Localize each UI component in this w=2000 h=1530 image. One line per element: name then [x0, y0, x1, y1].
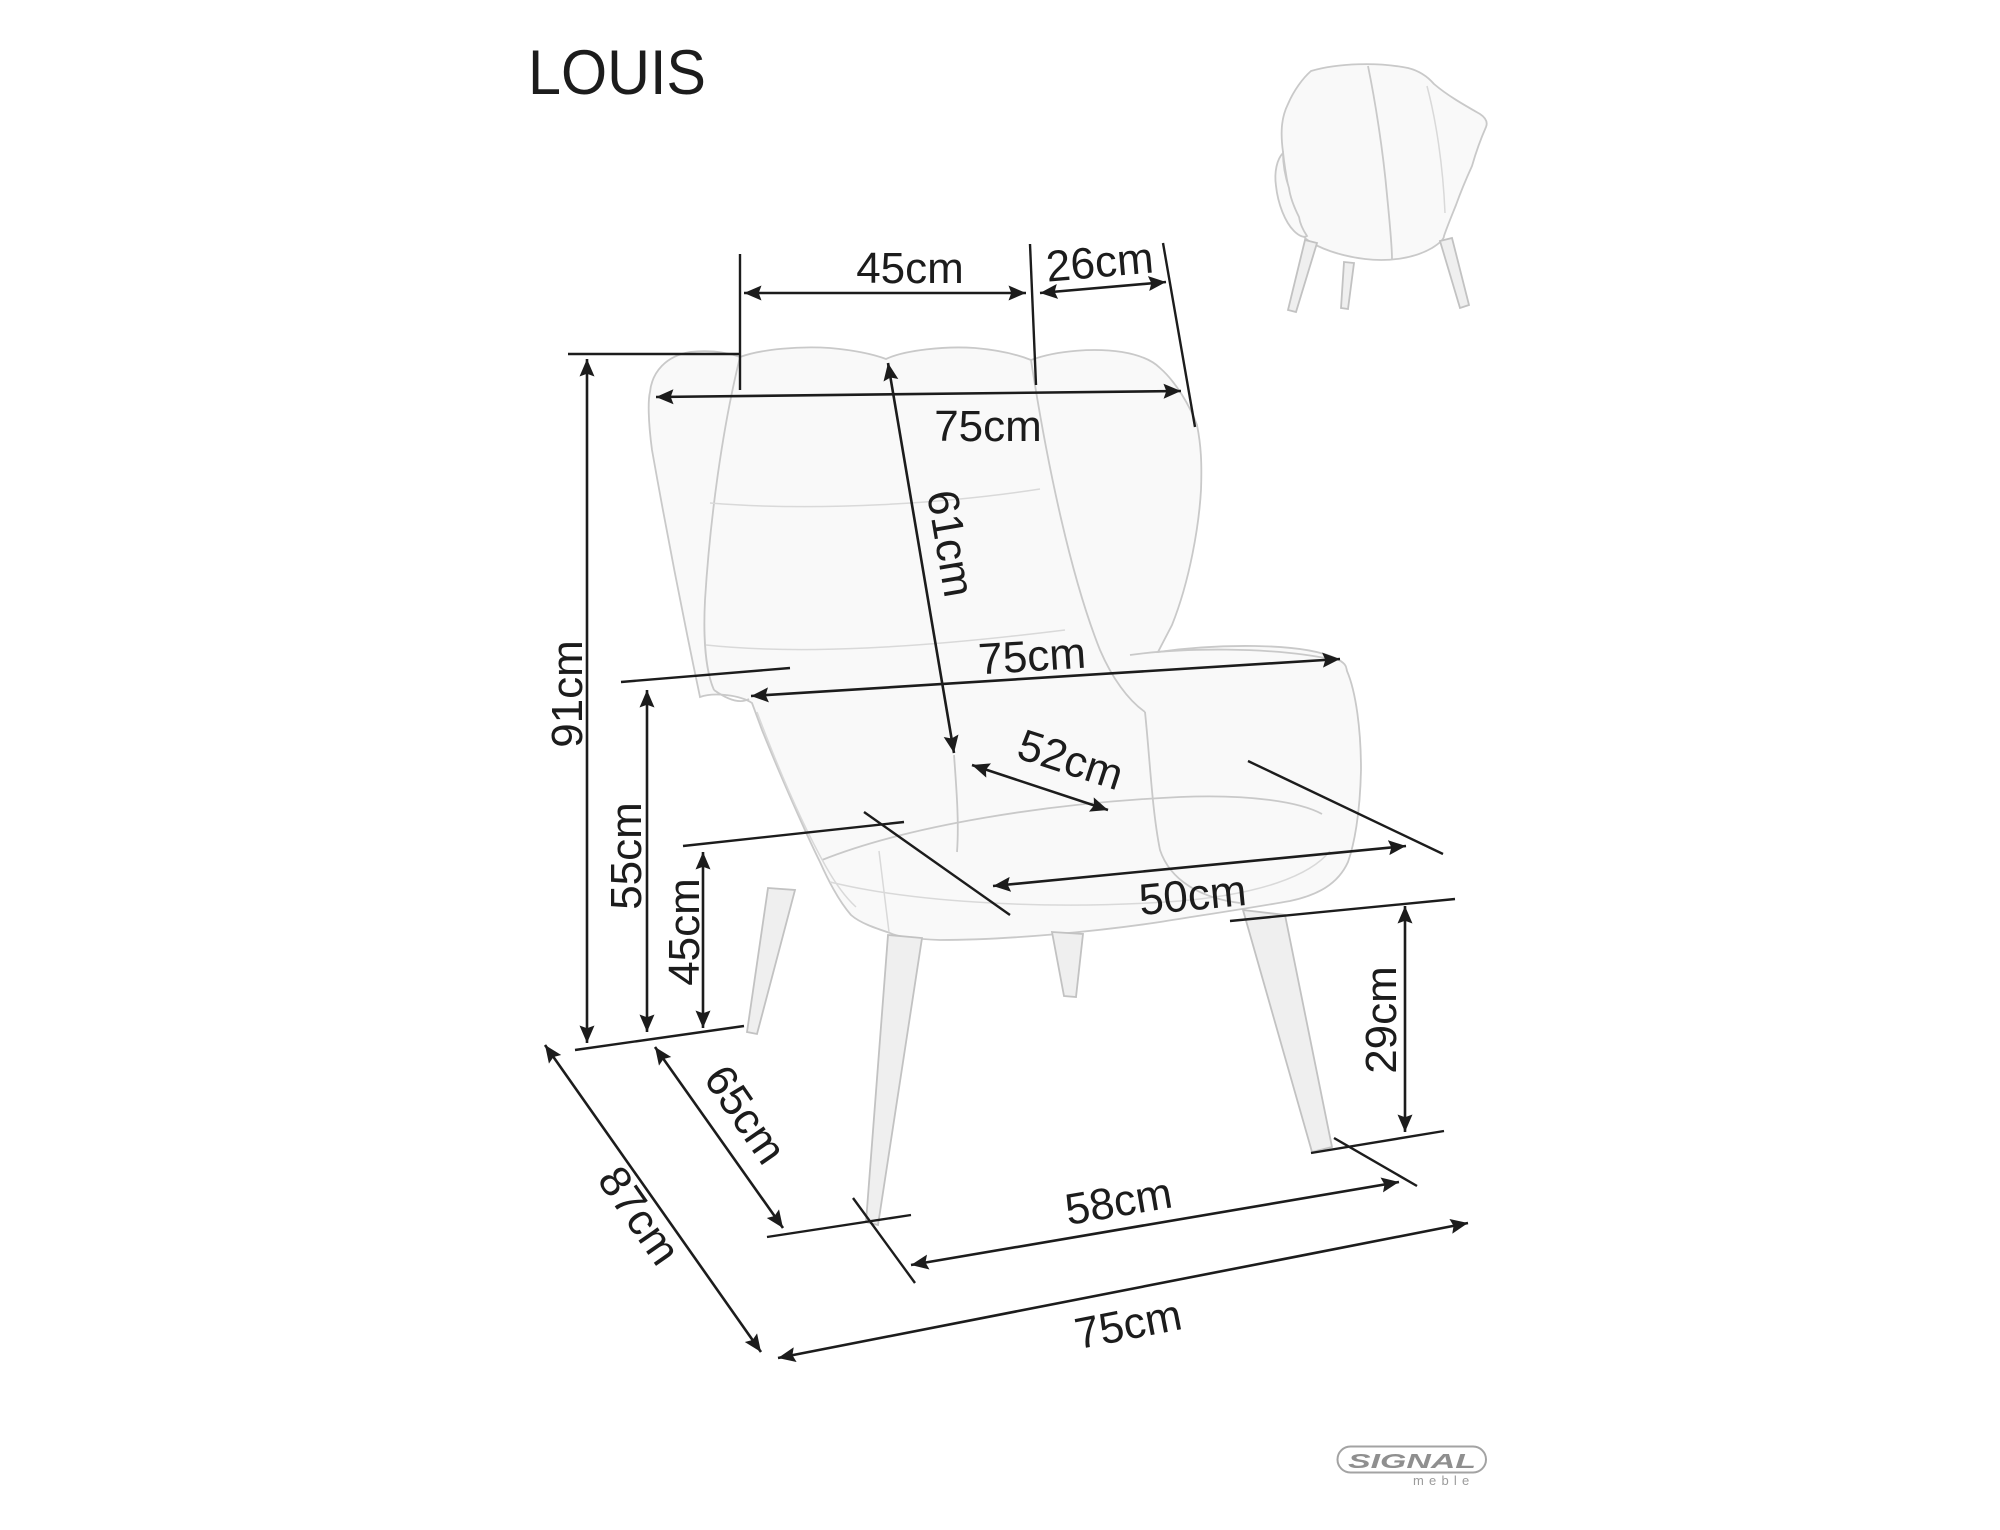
svg-text:meble: meble: [1413, 1473, 1474, 1488]
svg-text:75cm: 75cm: [934, 402, 1042, 451]
svg-text:29cm: 29cm: [1357, 966, 1406, 1074]
svg-text:45cm: 45cm: [856, 244, 964, 293]
svg-text:75cm: 75cm: [977, 629, 1087, 685]
svg-text:55cm: 55cm: [602, 802, 651, 910]
svg-text:50cm: 50cm: [1137, 866, 1249, 925]
svg-text:SIGNAL: SIGNAL: [1348, 1451, 1476, 1473]
svg-text:26cm: 26cm: [1044, 233, 1155, 291]
svg-text:91cm: 91cm: [543, 640, 592, 748]
svg-text:LOUIS: LOUIS: [528, 38, 706, 108]
svg-text:45cm: 45cm: [660, 878, 709, 986]
